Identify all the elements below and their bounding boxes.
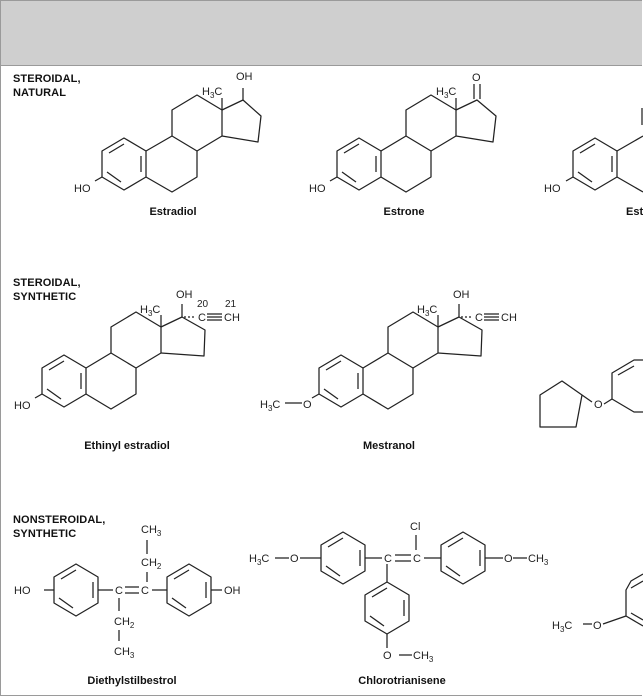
mestranol-methyl-label: H3C bbox=[417, 304, 437, 318]
section-label-line: NONSTEROIDAL, bbox=[13, 514, 106, 526]
section-label-line: SYNTHETIC bbox=[13, 528, 77, 540]
ethinyl-estradiol-locant-21: 21 bbox=[225, 299, 237, 310]
estrone-methyl-label: H3C bbox=[436, 86, 456, 100]
mestranol-alkyne-carbon: C bbox=[475, 312, 483, 324]
section-label-line: NATURAL bbox=[13, 87, 67, 99]
ethinyl-estradiol-locant-20: 20 bbox=[197, 299, 209, 310]
diethylstilbestrol-alkene-carbon: C bbox=[115, 585, 123, 597]
mestranol-alkyne-ch: CH bbox=[501, 312, 517, 324]
ethinyl-estradiol-structure: H3C OH 20 21 C CH HO Ethinyl estradiol bbox=[14, 289, 240, 452]
ethinyl-estradiol-phenol-label: HO bbox=[14, 400, 31, 412]
mestranol-hydroxyl-label: OH bbox=[453, 289, 470, 301]
diethylstilbestrol-alkene-carbon: C bbox=[141, 585, 149, 597]
estriol-hydroxyl-label: HO bbox=[544, 183, 561, 195]
section-label-line: STEROIDAL, bbox=[13, 277, 81, 289]
diethylstilbestrol-hydroxyl-label: OH bbox=[224, 585, 241, 597]
chlorotrianisene-methyl-bottom: CH3 bbox=[413, 650, 434, 664]
estriol-structure-partial: HO Est bbox=[544, 108, 643, 218]
methallenestril-structure-partial: H3C O bbox=[552, 573, 643, 634]
header-bar bbox=[0, 0, 642, 66]
diethylstilbestrol-name: Diethylstilbestrol bbox=[87, 675, 176, 687]
estradiol-structure: H3C OH HO Estradiol bbox=[74, 71, 262, 218]
estrone-ketone-label: O bbox=[472, 72, 481, 84]
chlorotrianisene-methoxy-methyl-left: H3C bbox=[249, 553, 269, 567]
estradiol-methyl-label: H3C bbox=[202, 86, 222, 100]
estrone-structure: H3C O HO Estrone bbox=[309, 72, 497, 218]
section-label-steroidal-natural: STEROIDAL, NATURAL bbox=[13, 72, 81, 100]
section-label-line: STEROIDAL, bbox=[13, 73, 81, 85]
chlorotrianisene-alkene-carbon: C bbox=[413, 553, 421, 565]
chlorotrianisene-alkene-carbon: C bbox=[384, 553, 392, 565]
mestranol-structure: H3C OH C CH H3C O Mestranol bbox=[260, 289, 517, 452]
diethylstilbestrol-methyl-top: CH3 bbox=[141, 524, 162, 538]
diethylstilbestrol-hydroxyl-label: HO bbox=[14, 585, 31, 597]
ethinyl-estradiol-methyl-label: H3C bbox=[140, 304, 160, 318]
chlorotrianisene-structure: Cl C C H3C O O CH3 O CH3 Chlorotrianisen… bbox=[249, 521, 549, 687]
diethylstilbestrol-methylene-top: CH2 bbox=[141, 557, 162, 571]
methallenestril-methoxy-methyl: H3C bbox=[552, 620, 572, 634]
estrone-name: Estrone bbox=[384, 206, 425, 218]
quinestrol-ether-oxygen: O bbox=[594, 399, 603, 411]
ethinyl-estradiol-alkyne-carbon: C bbox=[198, 312, 206, 324]
section-label-line: SYNTHETIC bbox=[13, 291, 77, 303]
chlorotrianisene-oxygen-right: O bbox=[504, 553, 513, 565]
chlorotrianisene-oxygen-left: O bbox=[290, 553, 299, 565]
estradiol-hydroxyl-label: HO bbox=[74, 183, 91, 195]
quinestrol-structure-partial: O bbox=[539, 359, 643, 428]
chlorotrianisene-methyl-right: CH3 bbox=[528, 553, 549, 567]
ethinyl-estradiol-hydroxyl-label: OH bbox=[176, 289, 193, 301]
mestranol-methoxy-methyl: H3C bbox=[260, 399, 280, 413]
estriol-name-partial: Est bbox=[626, 206, 643, 218]
estradiol-name: Estradiol bbox=[149, 206, 196, 218]
methallenestril-oxygen: O bbox=[593, 620, 602, 632]
mestranol-name: Mestranol bbox=[363, 440, 415, 452]
section-label-nonsteroidal-synthetic: NONSTEROIDAL, SYNTHETIC bbox=[13, 513, 105, 541]
diethylstilbestrol-methyl-bottom: CH3 bbox=[114, 646, 135, 660]
section-label-steroidal-synthetic: STEROIDAL, SYNTHETIC bbox=[13, 276, 81, 304]
estradiol-hydroxyl-label: OH bbox=[236, 71, 253, 83]
ethinyl-estradiol-alkyne-ch: CH bbox=[224, 312, 240, 324]
chlorotrianisene-oxygen-bottom: O bbox=[383, 650, 392, 662]
ethinyl-estradiol-name: Ethinyl estradiol bbox=[84, 440, 170, 452]
mestranol-methoxy-oxygen: O bbox=[303, 399, 312, 411]
diethylstilbestrol-methylene-bottom: CH2 bbox=[114, 616, 135, 630]
chlorotrianisene-name: Chlorotrianisene bbox=[358, 675, 445, 687]
chlorotrianisene-chlorine: Cl bbox=[410, 521, 420, 533]
diethylstilbestrol-structure: HO OH C C CH3 CH2 CH2 CH3 Diethylstilbes… bbox=[14, 524, 241, 687]
estrone-hydroxyl-label: HO bbox=[309, 183, 326, 195]
